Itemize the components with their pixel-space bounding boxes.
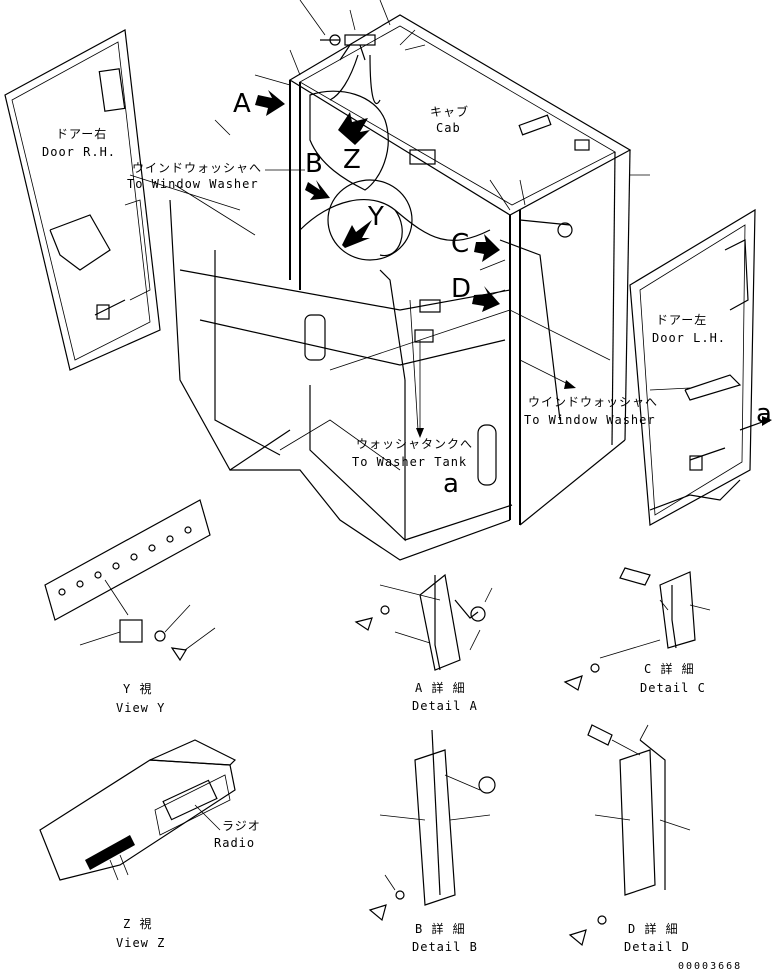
cab-label-en: Cab (436, 121, 461, 135)
detail-c-label-en: Detail C (640, 681, 706, 695)
radio-label-en: Radio (214, 836, 255, 850)
callout-a-lower-left: a (443, 469, 459, 499)
detail-a-label-jp: A 詳 細 (415, 680, 466, 695)
view-z-drawing (39, 739, 237, 881)
callout-c: C (451, 229, 469, 259)
arrow-z-icon (338, 112, 370, 145)
callout-d: D (451, 274, 471, 304)
tank-label-en: To Washer Tank (352, 455, 467, 469)
view-z-label-jp: Z 視 (123, 916, 152, 931)
arrow-c-icon (474, 234, 500, 262)
arrow-d-icon (472, 286, 500, 312)
view-y-label-en: View Y (116, 701, 165, 715)
detail-c-drawing (563, 567, 711, 691)
callout-arrows (255, 90, 500, 312)
washer-right-label-en: To Window Washer (524, 413, 656, 427)
door-rh-label-en: Door R.H. (42, 145, 116, 159)
view-z-label-en: View Z (116, 936, 165, 950)
washer-left-label-en: To Window Washer (127, 177, 259, 191)
detail-d-label-en: Detail D (624, 940, 690, 954)
detail-d-drawing (568, 724, 691, 947)
callout-z: Z (343, 145, 361, 175)
detail-c-label-jp: C 詳 細 (644, 661, 695, 676)
arrow-b-icon (305, 180, 330, 200)
callout-letters: A B Z Y C D a a (233, 89, 772, 499)
view-y-label-jp: Y 視 (123, 681, 152, 696)
radio-label-jp: ラジオ (222, 819, 261, 833)
leader-lines (265, 169, 650, 438)
cab-label-jp: キャブ (430, 104, 469, 119)
callout-a: A (233, 89, 251, 119)
washer-left-label-jp: ウインドウォッシャへ (132, 161, 262, 175)
callout-b: B (305, 149, 323, 179)
tank-label-jp: ウォッシャタンクへ (356, 437, 473, 451)
callout-y: Y (367, 202, 384, 232)
cab-frame-drawing (129, 0, 632, 561)
drawing-number: 00003668 (678, 961, 742, 972)
detail-b-label-jp: B 詳 細 (415, 921, 466, 936)
washer-right-label-jp: ウインドウォッシャへ (528, 395, 658, 409)
arrow-a-icon (255, 90, 285, 116)
detail-a-label-en: Detail A (412, 699, 478, 713)
door-rh-drawing (4, 29, 161, 371)
door-rh-label-jp: ドアー右 (56, 126, 107, 141)
detail-b-label-en: Detail B (412, 940, 478, 954)
door-lh-drawing (629, 208, 772, 526)
detail-d-label-jp: D 詳 細 (628, 921, 679, 936)
view-y-drawing (44, 499, 216, 662)
door-lh-label-en: Door L.H. (652, 331, 726, 345)
door-lh-label-jp: ドアー左 (656, 312, 707, 327)
arrow-y-icon (342, 220, 372, 248)
detail-a-drawing (354, 573, 493, 671)
detail-b-drawing (368, 729, 496, 922)
